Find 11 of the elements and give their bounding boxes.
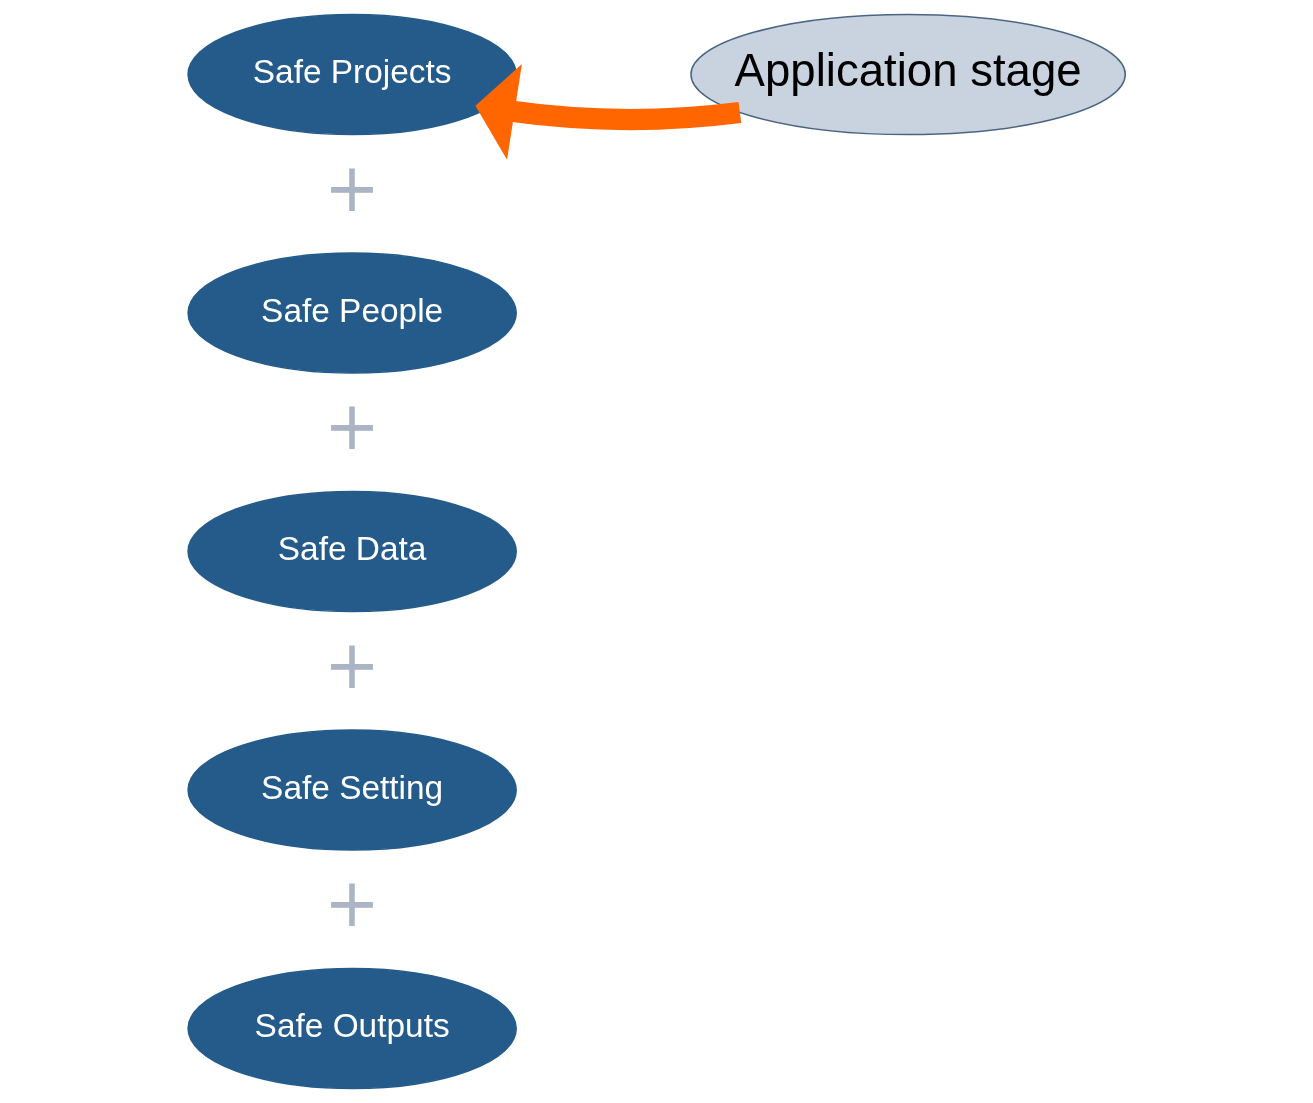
label: + bbox=[324, 387, 381, 466]
arrow bbox=[475, 64, 742, 160]
node-ellipse: Safe Data bbox=[187, 490, 517, 613]
node-ellipse: Safe Projects bbox=[187, 13, 517, 136]
node-ellipse: Application stage bbox=[690, 13, 1126, 136]
label: + bbox=[324, 864, 381, 943]
node-ellipse: Safe Outputs bbox=[187, 967, 517, 1090]
node-ellipse: Safe Setting bbox=[187, 729, 517, 851]
label: + bbox=[324, 148, 381, 227]
label: + bbox=[324, 625, 381, 704]
node-ellipse: Safe People bbox=[187, 252, 517, 374]
